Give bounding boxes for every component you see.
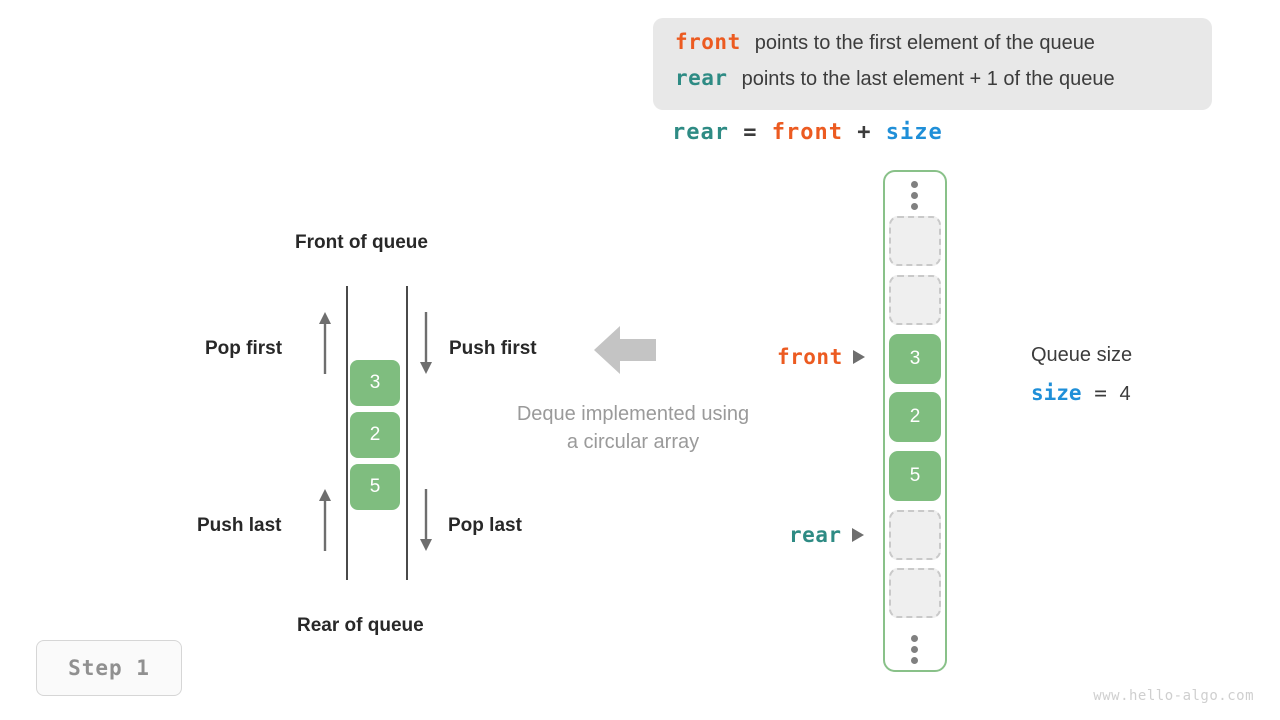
push-last-arrow-up-icon <box>319 489 331 551</box>
deque-cell: 2 <box>350 412 400 458</box>
arrow-right-icon <box>851 528 864 542</box>
vertical-ellipsis-icon <box>911 181 919 210</box>
queue-size-title: Queue size <box>1031 344 1133 366</box>
formula-plus: + <box>842 120 886 145</box>
legend-keyword-front: front <box>675 30 741 54</box>
queue-size-expression: size = 4 <box>1031 381 1131 406</box>
array-slot <box>889 568 941 618</box>
formula-rear-equals-front-plus-size: rear = front + size <box>672 120 943 145</box>
pop-first-arrow-up-icon <box>319 312 331 374</box>
legend-row-front: front points to the first element of the… <box>675 30 1095 55</box>
pop-first-label: Pop first <box>205 338 283 359</box>
push-first-arrow-down-icon <box>420 312 432 374</box>
array-slot <box>889 216 941 266</box>
vertical-ellipsis-icon <box>911 635 919 664</box>
push-first-label: Push first <box>449 338 537 359</box>
front-of-queue-label: Front of queue <box>295 232 428 253</box>
formula-rear: rear <box>672 120 729 145</box>
front-pointer-label: front <box>777 345 843 369</box>
step-badge: Step 1 <box>36 640 182 696</box>
rear-of-queue-label: Rear of queue <box>297 615 424 636</box>
legend-description-rear: points to the last element + 1 of the qu… <box>741 68 1115 90</box>
legend-box: front points to the first element of the… <box>653 18 1212 110</box>
pop-last-arrow-down-icon <box>420 489 432 551</box>
deque-note-line-2: a circular array <box>566 431 700 453</box>
array-slot <box>889 275 941 325</box>
rear-pointer-label: rear <box>789 523 842 547</box>
formula-equals: = <box>728 120 772 145</box>
formula-front: front <box>771 120 843 145</box>
arrow-right-icon <box>852 350 865 364</box>
watermark: www.hello-algo.com <box>1093 688 1254 704</box>
deque-cell: 5 <box>350 464 400 510</box>
array-slot: 3 <box>889 334 941 384</box>
push-first-direction-arrow-icon <box>594 326 656 374</box>
array-slot <box>889 510 941 560</box>
deque-cell: 3 <box>350 360 400 406</box>
legend-row-rear: rear points to the last element + 1 of t… <box>675 66 1115 91</box>
push-last-label: Push last <box>197 515 282 536</box>
deque-channel-left-line <box>346 286 348 580</box>
queue-size-equals: = <box>1081 381 1120 405</box>
rear-pointer: rear <box>789 523 864 547</box>
deque-note-line-1: Deque implemented using <box>516 403 750 425</box>
queue-size-value: 4 <box>1119 383 1131 405</box>
array-slot: 5 <box>889 451 941 501</box>
pop-last-label: Pop last <box>448 515 522 536</box>
formula-size: size <box>885 120 943 145</box>
legend-keyword-rear: rear <box>675 66 728 90</box>
queue-size-variable: size <box>1031 381 1082 405</box>
deque-implementation-note: Deque implemented using a circular array <box>483 400 783 456</box>
circular-array-container <box>883 170 947 672</box>
legend-description-front: points to the first element of the queue <box>754 32 1095 54</box>
array-slot: 2 <box>889 392 941 442</box>
front-pointer: front <box>777 345 865 369</box>
deque-channel-right-line <box>406 286 408 580</box>
